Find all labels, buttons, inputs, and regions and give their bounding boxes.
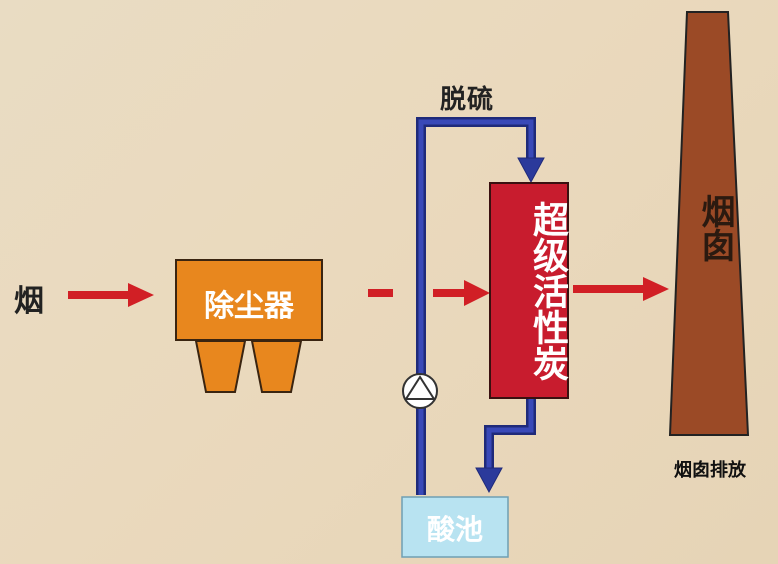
acid-pool-label: 酸池	[426, 513, 483, 546]
desulfurization-arrowhead	[517, 157, 545, 184]
activated-carbon-tower	[489, 182, 569, 399]
chimney	[668, 11, 750, 436]
return-arrowhead	[475, 467, 503, 494]
chimney-label: 烟囱	[695, 194, 735, 262]
desulfurization-label: 脱硫	[440, 85, 495, 115]
flow-arrow-to-chimney	[573, 277, 669, 301]
flow-arrow-to-carbon	[433, 280, 490, 306]
flow-arrow-inlet	[68, 283, 154, 307]
acid-pool	[401, 496, 509, 558]
return-pipe	[484, 398, 536, 470]
dust-collector-label: 除尘器	[204, 289, 294, 324]
flow-dash	[368, 289, 393, 297]
smoke-label: 烟	[14, 284, 44, 319]
dust-collector	[175, 259, 323, 393]
chimney-emission-label: 烟囱排放	[674, 460, 746, 481]
activated-carbon-label: 超级活性炭	[527, 201, 568, 381]
pump-icon	[402, 373, 438, 409]
